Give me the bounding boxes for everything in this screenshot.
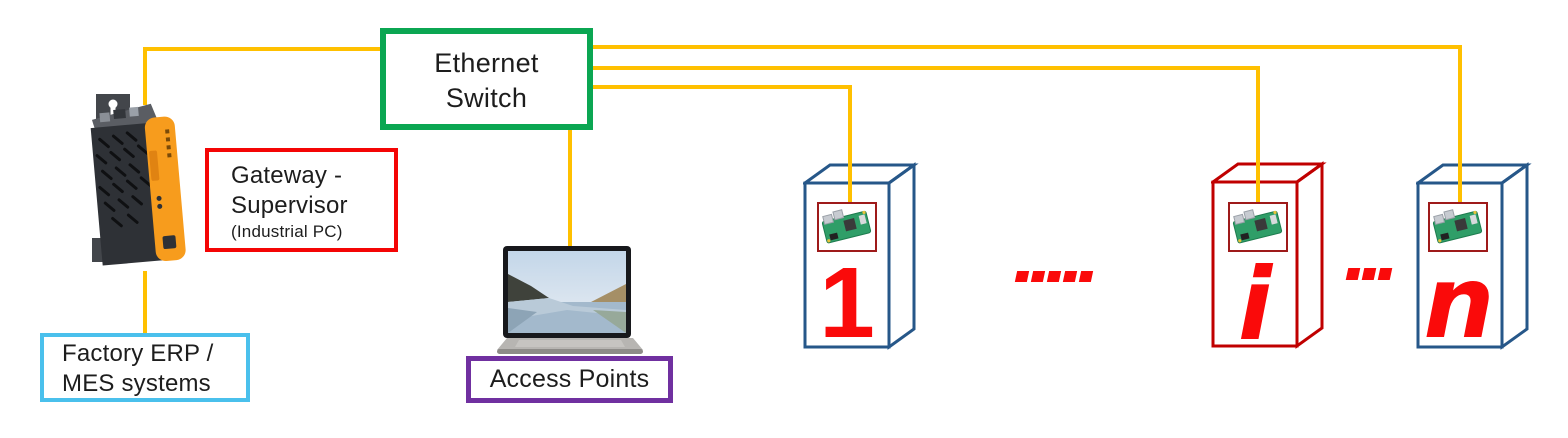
ethernet-switch-label-line2: Switch: [445, 83, 528, 113]
cabinet-top-face: [1416, 163, 1532, 185]
wire-switch-to-laptop: [568, 128, 572, 248]
cabinet-top-face: [803, 163, 919, 185]
access-points-label-text: Access Points: [489, 365, 650, 393]
wire-switch-to-machine-i-vertical: [1256, 66, 1260, 205]
gateway-label-line2: Supervisor: [231, 192, 348, 219]
raspberry-pi-module-1: [817, 202, 877, 252]
machine-index-i: i: [1237, 246, 1273, 363]
dash: [1377, 268, 1393, 280]
raspberry-pi-board-image: [821, 209, 872, 244]
gateway-label-line3: (Industrial PC): [231, 222, 343, 241]
raspberry-pi-module-i: [1228, 202, 1288, 252]
dash: [1030, 271, 1046, 282]
machine-index-1: 1: [819, 247, 875, 359]
raspberry-pi-board-image: [1232, 209, 1283, 244]
cabinet-side-face: [1500, 162, 1529, 350]
factory-label-line2: MES systems: [62, 370, 211, 397]
factory-erp-mes-label: Factory ERP / MES systems: [40, 333, 250, 402]
wire-switch-to-machine-1-horizontal: [592, 85, 850, 89]
gateway-supervisor-label: Gateway - Supervisor (Industrial PC): [205, 148, 398, 252]
machine-cabinet-i: [1211, 161, 1327, 349]
gateway-label-line1: Gateway -: [231, 162, 343, 189]
laptop-image: [497, 246, 643, 354]
cabinet-front-face: [803, 181, 891, 349]
ethernet-switch-label: Ethernet Switch: [380, 28, 593, 130]
cabinet-front-face: [1416, 181, 1504, 349]
dash: [1014, 271, 1030, 282]
wire-pc-to-factory: [143, 271, 147, 334]
raspberry-pi-module-n: [1428, 202, 1488, 252]
cabinet-top-face: [1211, 162, 1327, 184]
cabinet-side-face: [1295, 161, 1324, 349]
dash: [1062, 271, 1078, 282]
cabinet-front-face: [1211, 180, 1299, 348]
ellipsis-between-machines-1-and-i: [1014, 271, 1094, 282]
raspberry-pi-board-image: [1432, 209, 1483, 244]
dash: [1078, 271, 1094, 282]
factory-label-line1: Factory ERP /: [62, 340, 214, 367]
machine-cabinet-1: [803, 162, 919, 350]
machine-index-n: n: [1423, 244, 1495, 361]
access-points-label: Access Points: [466, 356, 673, 403]
wire-switch-to-machine-i-horizontal: [592, 66, 1260, 70]
wire-switch-to-machine-n-vertical: [1458, 45, 1462, 205]
cabinet-side-face: [887, 162, 916, 350]
wire-pc-to-switch-horizontal: [143, 47, 383, 51]
ethernet-switch-label-line1: Ethernet: [434, 48, 539, 78]
wire-switch-to-machine-n-horizontal: [592, 45, 1462, 49]
industrial-pc-image: [90, 94, 186, 266]
machine-cabinet-n: [1416, 162, 1532, 350]
ellipsis-between-machines-i-and-n: [1345, 268, 1393, 280]
wire-switch-to-machine-1-vertical: [848, 85, 852, 205]
dash: [1046, 271, 1062, 282]
wire-pc-to-switch-vertical: [143, 47, 147, 105]
dash: [1361, 268, 1377, 280]
dash: [1345, 268, 1361, 280]
